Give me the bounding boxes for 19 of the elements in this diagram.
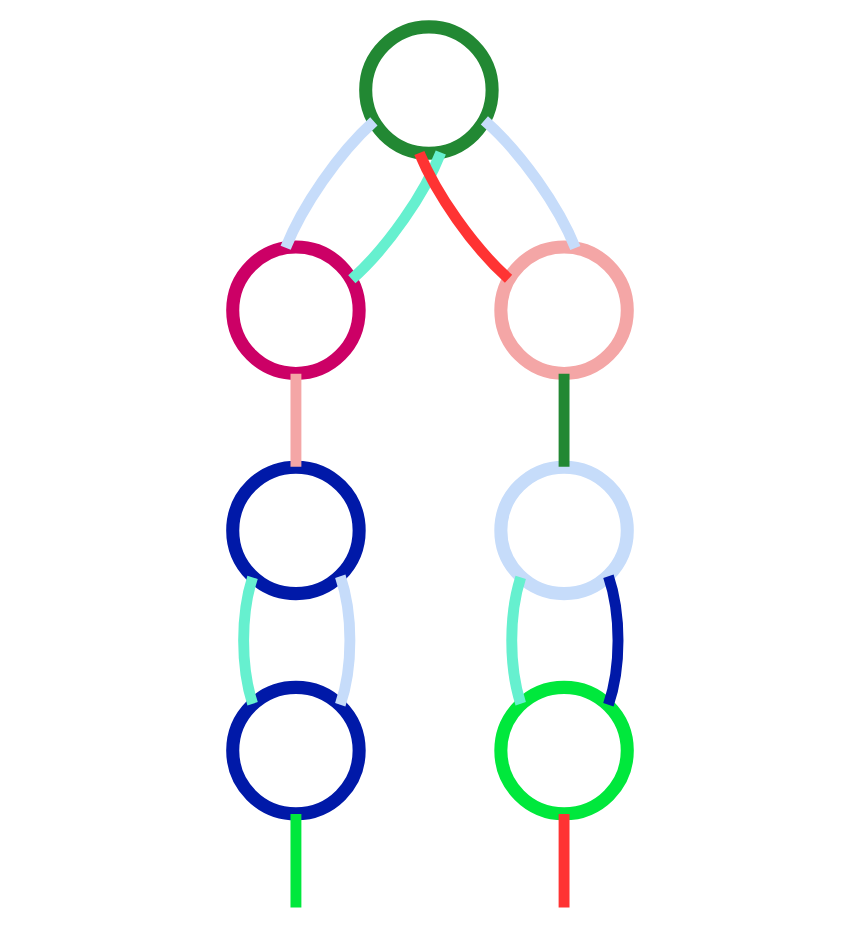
connector — [479, 115, 580, 250]
connector — [602, 573, 623, 706]
connector — [557, 372, 569, 466]
node-circle — [493, 679, 633, 820]
connector — [334, 573, 355, 706]
connector — [279, 116, 377, 249]
connector — [289, 812, 301, 907]
connector — [237, 574, 257, 705]
node-circle — [225, 459, 365, 600]
connector — [289, 372, 301, 466]
connector — [505, 574, 525, 705]
node-circle — [225, 679, 365, 820]
node-circle — [493, 239, 633, 380]
connector — [413, 149, 512, 282]
node-circle — [225, 239, 365, 380]
node-circle — [358, 19, 498, 159]
connector — [347, 149, 445, 283]
node-circle — [493, 459, 633, 600]
connector — [557, 812, 569, 907]
